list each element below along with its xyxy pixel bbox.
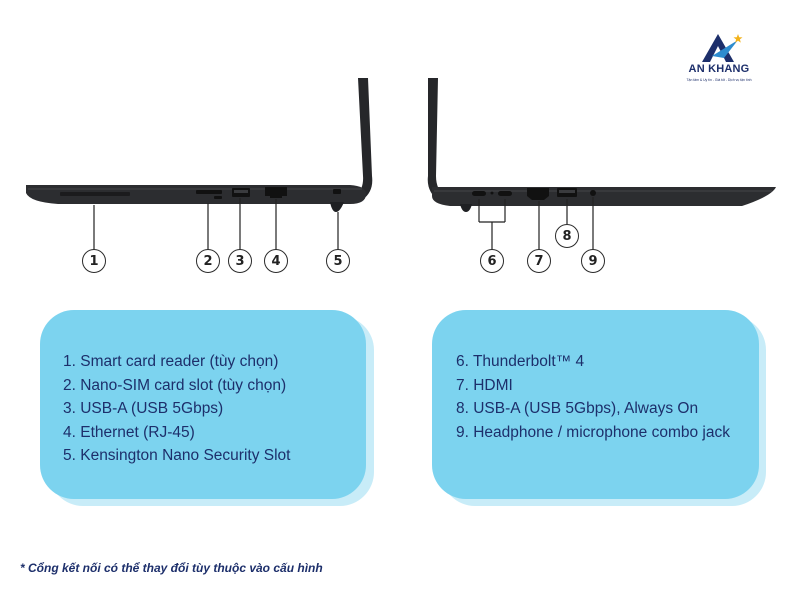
laptop-side-views	[26, 78, 776, 250]
callout-6: 6	[480, 249, 504, 273]
hdmi-port	[527, 188, 549, 200]
thunderbolt-port-1	[472, 191, 486, 196]
right-port-item: 9. Headphone / microphone combo jack	[456, 423, 730, 441]
left-port-item: 2. Nano-SIM card slot (tùy chọn)	[63, 376, 287, 394]
left-port-item: 1. Smart card reader (tùy chọn)	[63, 353, 279, 370]
laptop-left-side-view	[26, 78, 373, 250]
audio-jack	[590, 190, 596, 196]
callout-2: 2	[196, 249, 220, 273]
kensington-slot	[333, 189, 341, 194]
right-ports-list: 6. Thunderbolt™ 4 7. HDMI 8. USB-A (USB …	[456, 350, 730, 444]
left-port-item: 3. USB-A (USB 5Gbps)	[63, 400, 224, 417]
callout-4: 4	[264, 249, 288, 273]
callout-5: 5	[326, 249, 350, 273]
callout-7: 7	[527, 249, 551, 273]
right-port-item: 6. Thunderbolt™ 4	[456, 353, 585, 370]
laptop-right-side-view	[427, 78, 776, 250]
left-ports-list: 1. Smart card reader (tùy chọn) 2. Nano-…	[63, 350, 290, 468]
left-port-item: 5. Kensington Nano Security Slot	[63, 447, 291, 464]
ethernet-port	[265, 187, 287, 198]
logo-name: AN KHANG	[688, 63, 750, 75]
right-port-item: 7. HDMI	[456, 376, 513, 394]
thunderbolt-port-2	[498, 191, 512, 196]
callout-8: 8	[555, 224, 579, 248]
callout-3: 3	[228, 249, 252, 273]
right-port-item: 8. USB-A (USB 5Gbps), Always On	[456, 400, 699, 417]
logo-mark-icon	[702, 34, 743, 62]
callout-1: 1	[82, 249, 106, 273]
left-port-item: 4. Ethernet (RJ-45)	[63, 423, 195, 441]
smart-card-slot	[196, 190, 222, 194]
right-ports-panel: 6. Thunderbolt™ 4 7. HDMI 8. USB-A (USB …	[432, 310, 759, 499]
logo-tagline: Tận tâm & Uy tín - Giá tốt - Dịch vụ tận…	[686, 78, 752, 82]
left-ports-panel: 1. Smart card reader (tùy chọn) 2. Nano-…	[40, 310, 366, 499]
callout-9: 9	[581, 249, 605, 273]
footnote: * Cổng kết nối có thể thay đổi tùy thuộc…	[20, 561, 323, 575]
